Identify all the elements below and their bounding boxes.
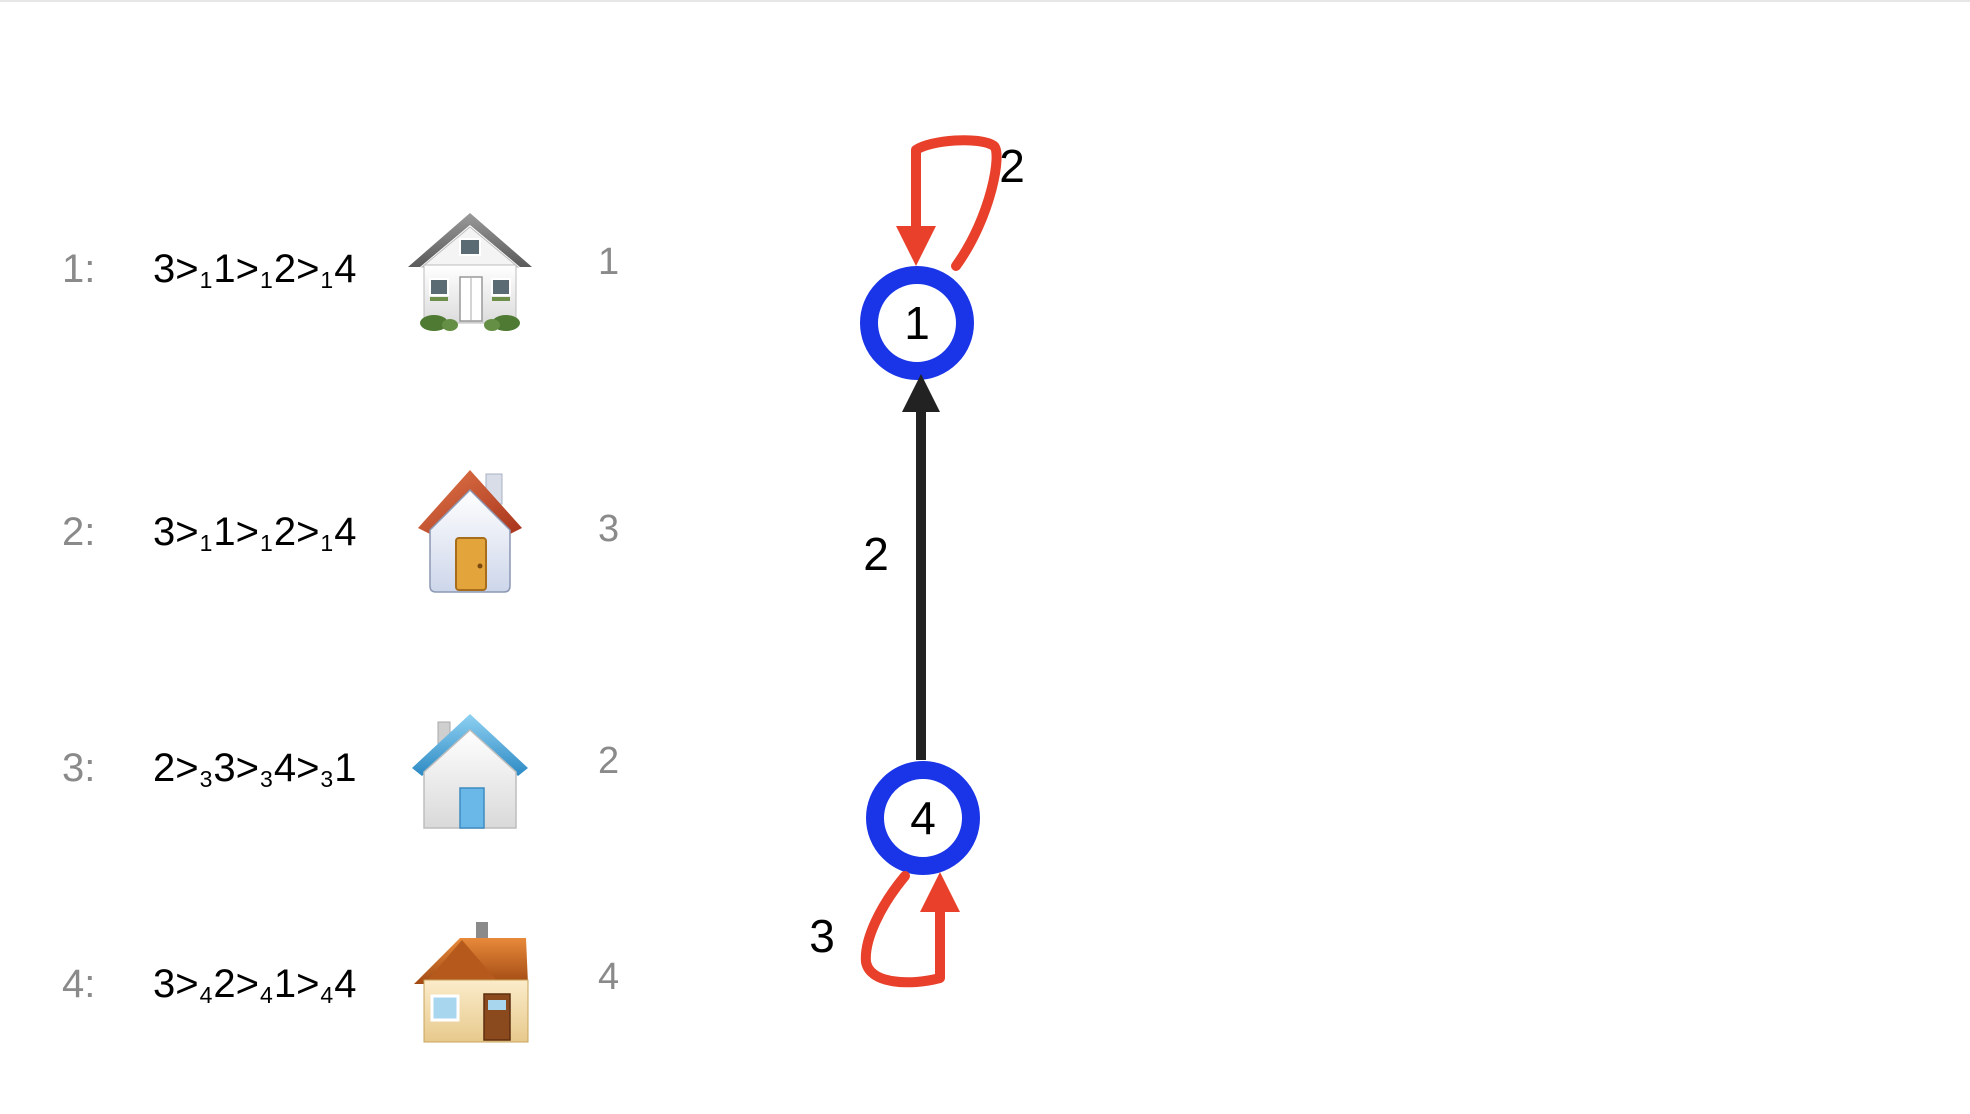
- preference-subscript: 1: [320, 530, 334, 556]
- brown-roof-house-icon: [400, 920, 540, 1050]
- agent-label: 2:: [62, 510, 96, 554]
- agent-row-3: 3: 2>33>34>31 2: [0, 712, 720, 842]
- red-roof-house-icon: [400, 468, 540, 598]
- top-divider: [0, 0, 1970, 2]
- preference-house: 3: [213, 746, 236, 790]
- agent-row-4: 4: 3>42>41>44: [0, 922, 720, 1052]
- preference-subscript: 3: [199, 766, 213, 792]
- blue-roof-house-icon: [400, 706, 540, 836]
- self-loop-edge-node-1: [911, 135, 1002, 271]
- preference-house: 4: [273, 746, 297, 790]
- preference-order: 3>42>41>44: [153, 962, 356, 1009]
- node-4: [866, 761, 980, 875]
- node-1: [860, 266, 974, 380]
- agent-label: 1:: [62, 247, 96, 291]
- preference-subscript: 1: [199, 530, 213, 556]
- preference-house: 3: [153, 962, 176, 1006]
- preference-operator: >: [296, 510, 320, 554]
- preference-house: 3: [153, 510, 176, 554]
- preference-operator: >: [235, 746, 260, 790]
- white-cottage-house-icon: [400, 205, 540, 335]
- preference-operator: >: [235, 247, 260, 291]
- preference-house: 2: [153, 746, 176, 790]
- preference-subscript: 3: [320, 766, 334, 792]
- house-number: 2: [598, 740, 620, 782]
- house-number: 1: [598, 241, 620, 283]
- edge-label: 3: [809, 910, 835, 962]
- preference-subscript: 1: [260, 267, 273, 293]
- agent-label: 4:: [62, 962, 96, 1006]
- self-loop-arrowhead-node-1: [896, 226, 936, 266]
- preference-order: 3>11>12>14: [153, 247, 356, 294]
- edge-label: 2: [863, 528, 889, 580]
- preference-house: 1: [213, 510, 236, 554]
- preference-house: 1: [213, 247, 236, 291]
- preference-order: 2>33>34>31: [153, 746, 356, 793]
- self-loop-arrowhead-node-4: [920, 872, 960, 912]
- preference-subscript: 4: [320, 982, 334, 1008]
- preference-operator: >: [175, 510, 199, 554]
- preference-house: 4: [334, 247, 357, 291]
- preference-operator: >: [296, 247, 320, 291]
- house-number: 4: [598, 956, 620, 998]
- preference-house: 4: [334, 510, 357, 554]
- preference-house: 2: [273, 510, 297, 554]
- node-label: 1: [904, 297, 930, 349]
- preference-subscript: 4: [260, 982, 273, 1008]
- preference-house: 2: [273, 247, 297, 291]
- allocation-graph: 2 1 2 4 3: [780, 120, 1100, 1020]
- preference-house: 1: [334, 746, 357, 790]
- agent-label: 3:: [62, 746, 96, 790]
- preference-order: 3>11>12>14: [153, 510, 356, 557]
- preference-operator: >: [235, 510, 260, 554]
- preference-operator: >: [235, 962, 260, 1006]
- preference-subscript: 1: [320, 267, 334, 293]
- preference-house: 1: [273, 962, 297, 1006]
- preference-subscript: 4: [199, 982, 213, 1008]
- preference-operator: >: [296, 746, 320, 790]
- preference-operator: >: [175, 962, 199, 1006]
- preference-subscript: 1: [260, 530, 273, 556]
- house-number: 3: [598, 508, 620, 550]
- preference-operator: >: [296, 962, 320, 1006]
- preference-subscript: 1: [199, 267, 213, 293]
- preference-operator: >: [175, 746, 199, 790]
- edge-label: 2: [999, 140, 1025, 192]
- preference-subscript: 3: [260, 766, 273, 792]
- preference-house: 3: [153, 247, 176, 291]
- preference-house: 2: [213, 962, 236, 1006]
- agent-row-1: 1: 3>11>12>14: [0, 205, 720, 335]
- preference-operator: >: [175, 247, 199, 291]
- self-loop-edge-node-4: [860, 871, 945, 988]
- preference-house: 4: [334, 962, 357, 1006]
- node-label: 4: [910, 792, 936, 844]
- edge-arrowhead: [902, 374, 940, 412]
- agent-row-2: 2: 3>11>12>14: [0, 468, 720, 598]
